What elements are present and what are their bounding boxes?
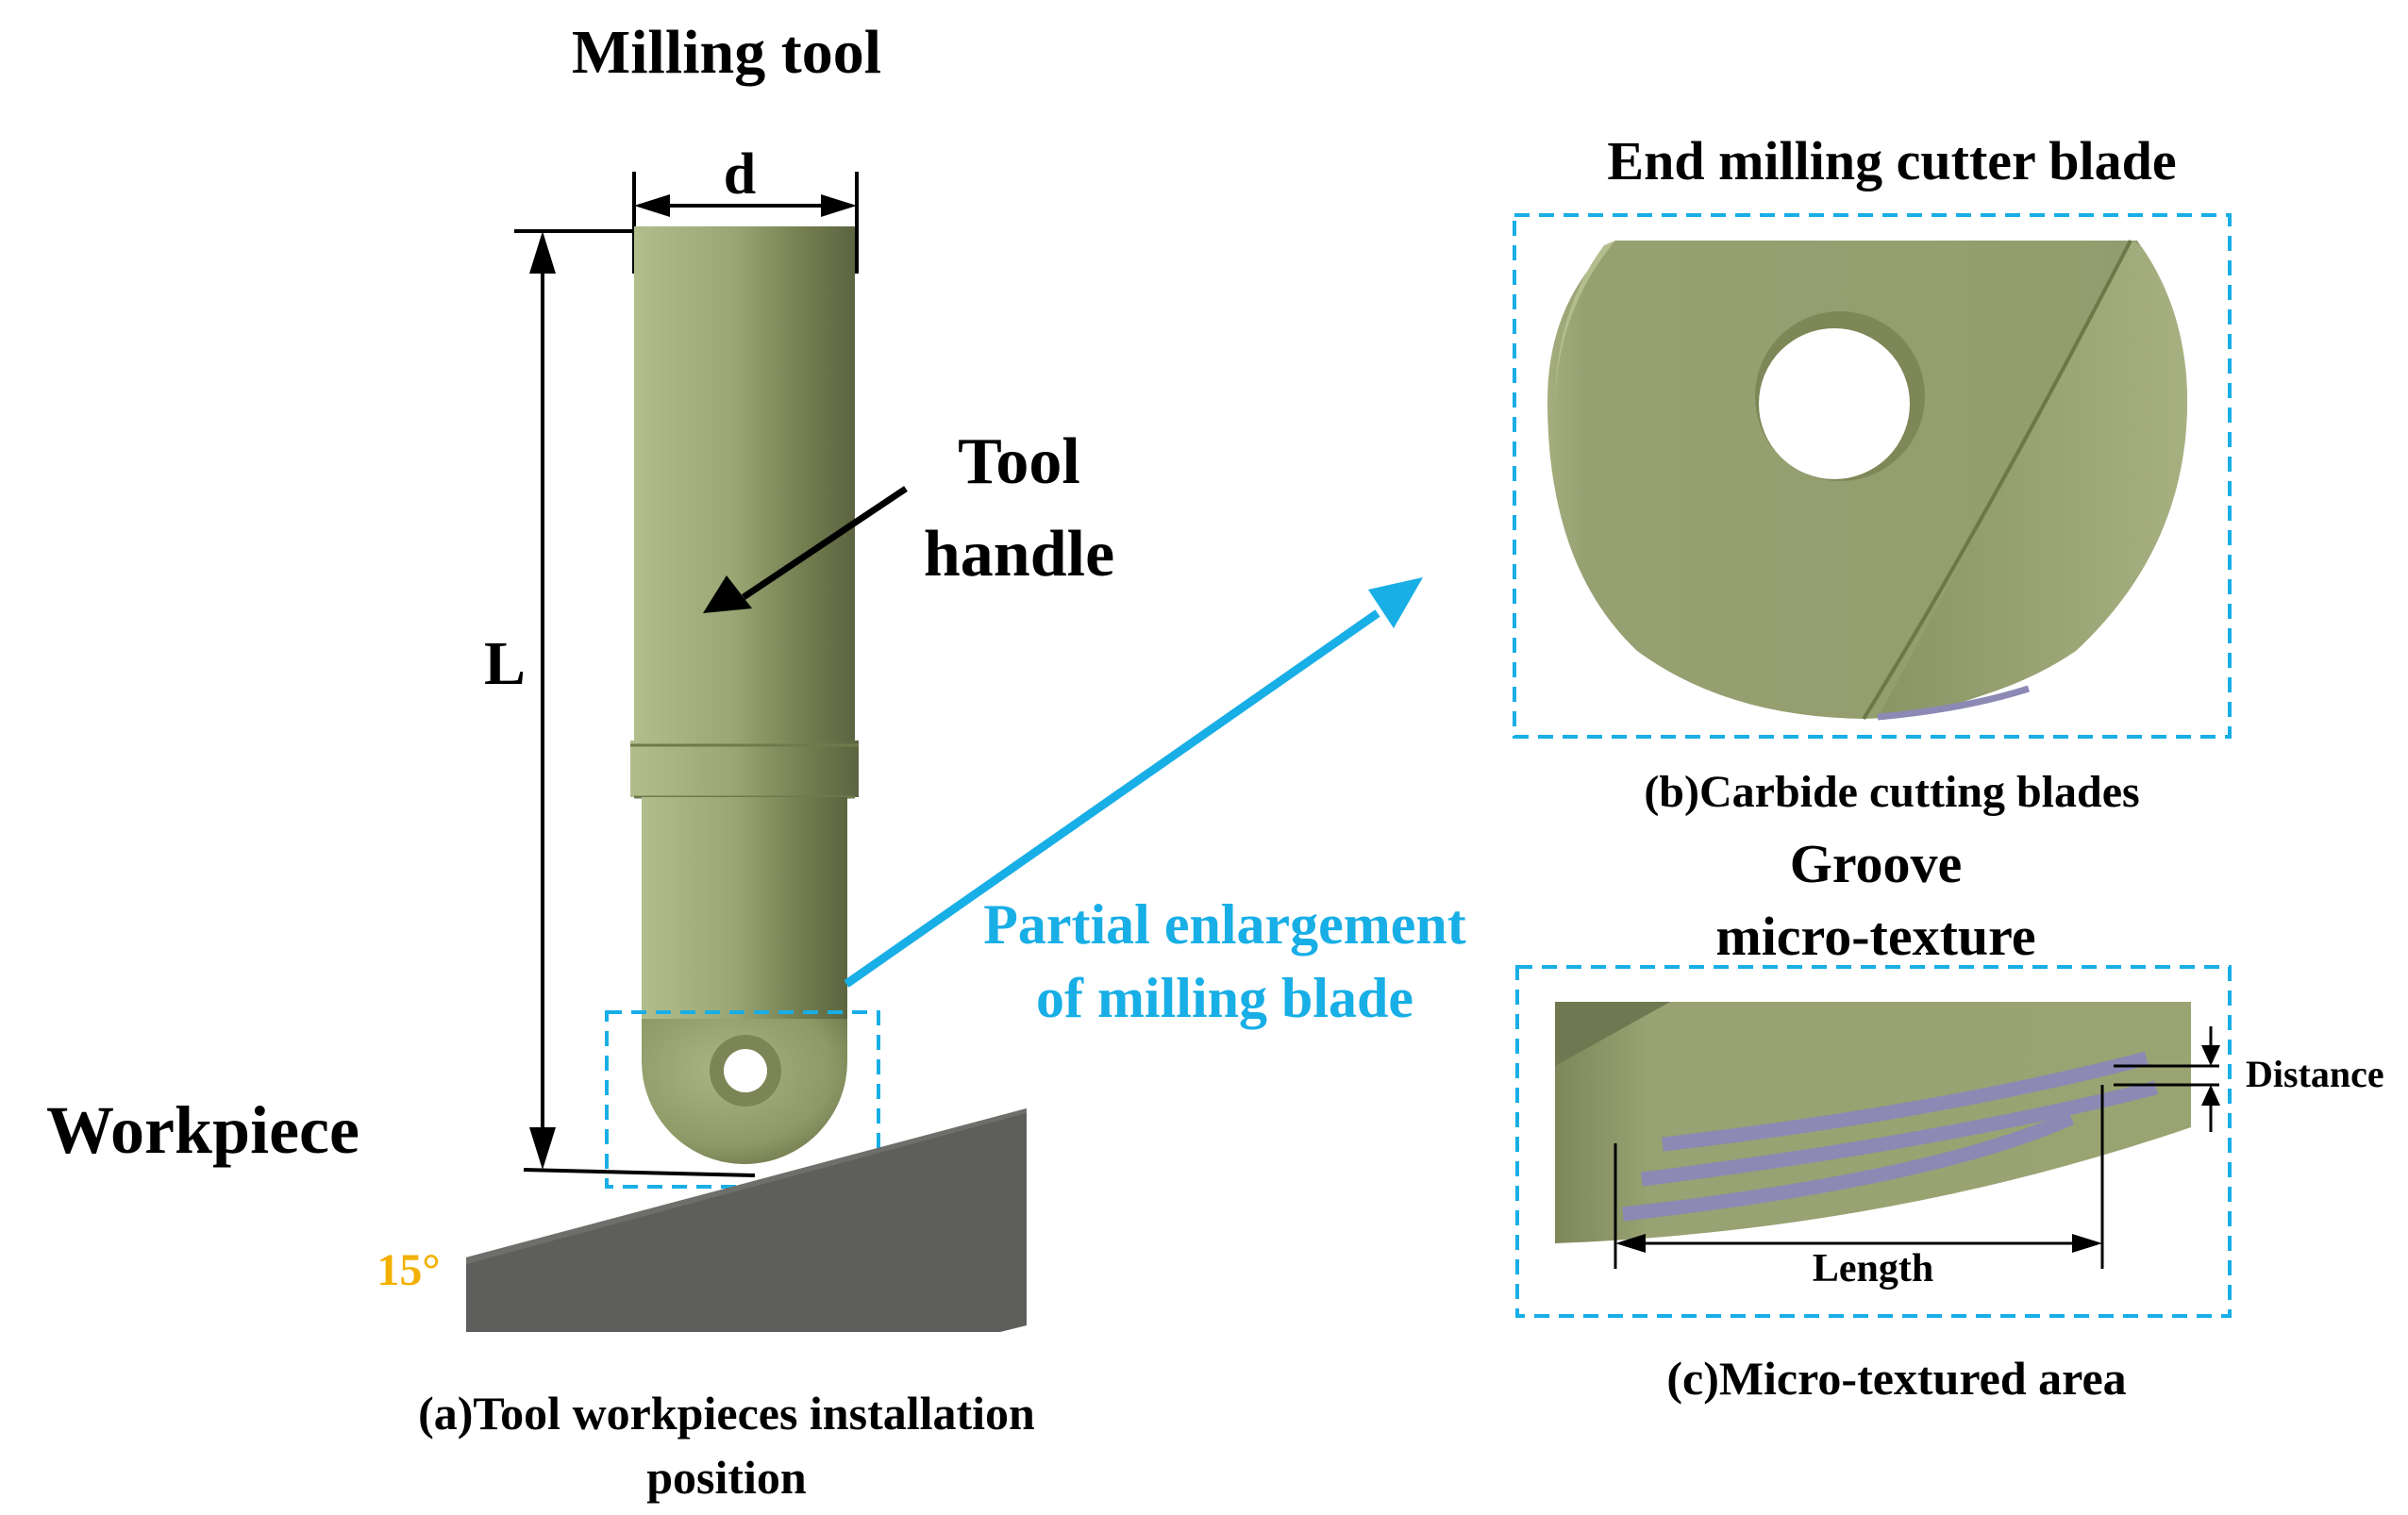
milling-tool-title: Milling tool: [572, 18, 881, 87]
dimension-L-label: L: [484, 629, 526, 698]
distance-label: Distance: [2246, 1053, 2384, 1095]
panel-a-caption-line2: position: [646, 1451, 807, 1504]
blade-zoom-box: [605, 1010, 880, 1189]
panel-c-caption: (c)Micro-textured area: [1666, 1352, 2126, 1405]
tool-handle-label-line1: Tool: [958, 425, 1080, 498]
panel-c: Groove micro-texture Distance: [1515, 833, 2384, 1405]
dimension-L: L: [484, 229, 756, 1177]
tool-body: [630, 226, 859, 1164]
panel-a-caption-line1: (a)Tool workpieces installation: [418, 1387, 1035, 1440]
panel-b-frame: [1513, 213, 2232, 739]
panel-a: Milling tool d L: [46, 18, 1114, 1504]
enlargement-callout: Partial enlargement of milling blade: [844, 577, 1466, 1029]
panel-b-caption: (b)Carbide cutting blades: [1644, 767, 2139, 817]
panel-b-title: End milling cutter blade: [1607, 130, 2176, 191]
callout-line1: Partial enlargement: [983, 893, 1466, 956]
workpiece: [466, 1108, 1027, 1332]
groove-1: [1662, 1051, 2149, 1152]
workpiece-label: Workpiece: [46, 1092, 360, 1168]
callout-line2: of milling blade: [1036, 967, 1413, 1029]
dimension-d-label: d: [724, 142, 756, 207]
textured-blade-section: [1555, 1002, 2191, 1243]
groove-2: [1641, 1080, 2158, 1187]
enlargement-arrow: [844, 609, 1380, 988]
dimension-d: d: [632, 142, 859, 274]
groove-lines: [1622, 1051, 2158, 1222]
length-dimension: Length: [1614, 1085, 2104, 1290]
panel-b: End milling cutter blade (b)Carbide cutt…: [1513, 130, 2232, 817]
length-label: Length: [1813, 1247, 1933, 1290]
groove-3: [1622, 1111, 2075, 1222]
tool-handle-label-line2: handle: [924, 518, 1114, 591]
distance-dimension: Distance: [2114, 1026, 2384, 1132]
blade-rake-face: [1878, 241, 2187, 717]
angle-label: 15°: [376, 1245, 440, 1295]
panel-c-title-line1: Groove: [1790, 833, 1963, 894]
panel-c-title-line2: micro-texture: [1715, 906, 2035, 967]
panel-c-frame: [1515, 965, 2232, 1318]
tool-handle-arrow: [742, 486, 908, 600]
